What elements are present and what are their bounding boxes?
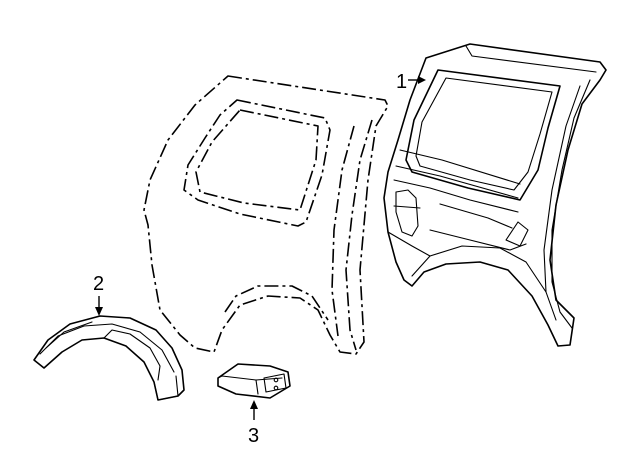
arrow-head-1 (418, 76, 426, 84)
callout-1-label: 1 (396, 71, 407, 93)
arrow-head-2 (95, 307, 103, 316)
callout-3-label: 3 (248, 425, 259, 447)
callout-2: 2 (93, 273, 104, 316)
fuel-door-housing-icon (217, 363, 291, 399)
outer-quarter-panel-outline (143, 75, 389, 355)
callout-3: 3 (248, 400, 259, 447)
callout-2-label: 2 (93, 273, 104, 295)
arrow-head-3 (250, 400, 258, 409)
wheelhouse-liner-icon (33, 315, 185, 401)
inner-quarter-panel-icon (383, 43, 607, 347)
callout-1: 1 (396, 71, 426, 93)
